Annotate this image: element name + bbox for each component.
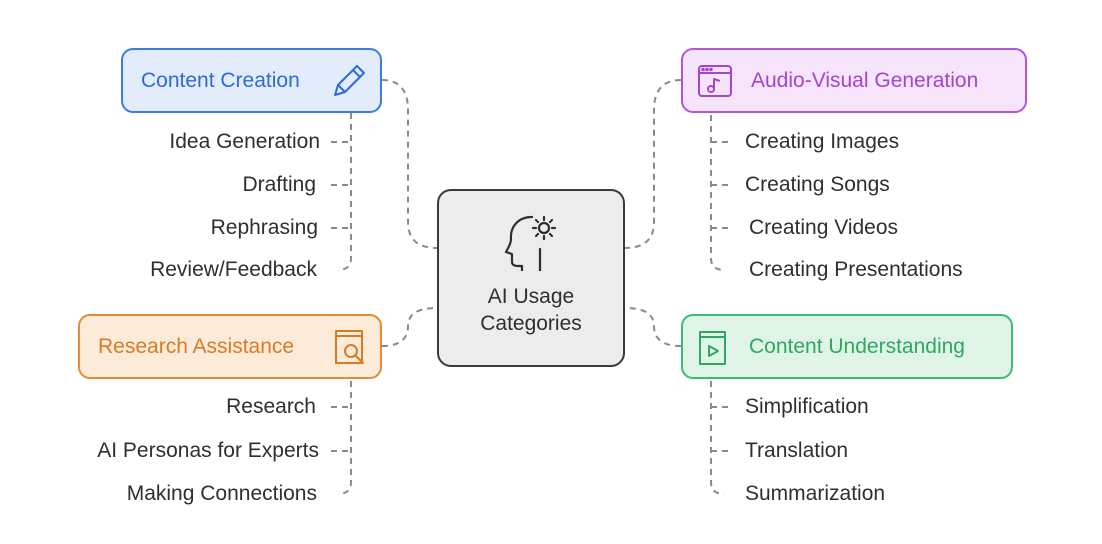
category-title: Content Understanding bbox=[749, 334, 965, 358]
list-item: Creating Presentations bbox=[749, 258, 963, 281]
category-title: Content Creation bbox=[141, 68, 300, 92]
list-item: AI Personas for Experts bbox=[97, 439, 319, 462]
book-search-icon bbox=[335, 330, 364, 364]
list-item: Making Connections bbox=[126, 482, 317, 505]
category-content-understanding: Content Understanding bbox=[681, 314, 1013, 379]
center-title: AI Usage Categories bbox=[480, 285, 582, 335]
list-item: Drafting bbox=[242, 173, 316, 196]
list-item: Creating Images bbox=[745, 130, 900, 153]
media-window-icon bbox=[698, 65, 732, 97]
head-gear-icon bbox=[504, 215, 557, 271]
list-item: Review/Feedback bbox=[150, 258, 317, 281]
category-audio-visual-generation: Audio-Visual Generation bbox=[681, 48, 1027, 113]
center-node: AI Usage Categories bbox=[437, 189, 625, 367]
list-item: Creating Videos bbox=[749, 216, 899, 239]
video-book-icon bbox=[699, 331, 726, 365]
pencil-icon bbox=[334, 65, 365, 96]
list-item: Summarization bbox=[745, 482, 886, 505]
category-title: Audio-Visual Generation bbox=[751, 68, 979, 92]
list-item: Translation bbox=[745, 439, 849, 462]
list-item: Idea Generation bbox=[169, 130, 320, 153]
list-item: Research bbox=[226, 395, 316, 418]
list-item: Rephrasing bbox=[210, 216, 318, 239]
list-item: Creating Songs bbox=[745, 173, 890, 196]
category-title: Research Assistance bbox=[98, 334, 295, 358]
list-item: Simplification bbox=[745, 395, 869, 418]
category-content-creation: Content Creation bbox=[121, 48, 382, 113]
category-research-assistance: Research Assistance bbox=[78, 314, 382, 379]
